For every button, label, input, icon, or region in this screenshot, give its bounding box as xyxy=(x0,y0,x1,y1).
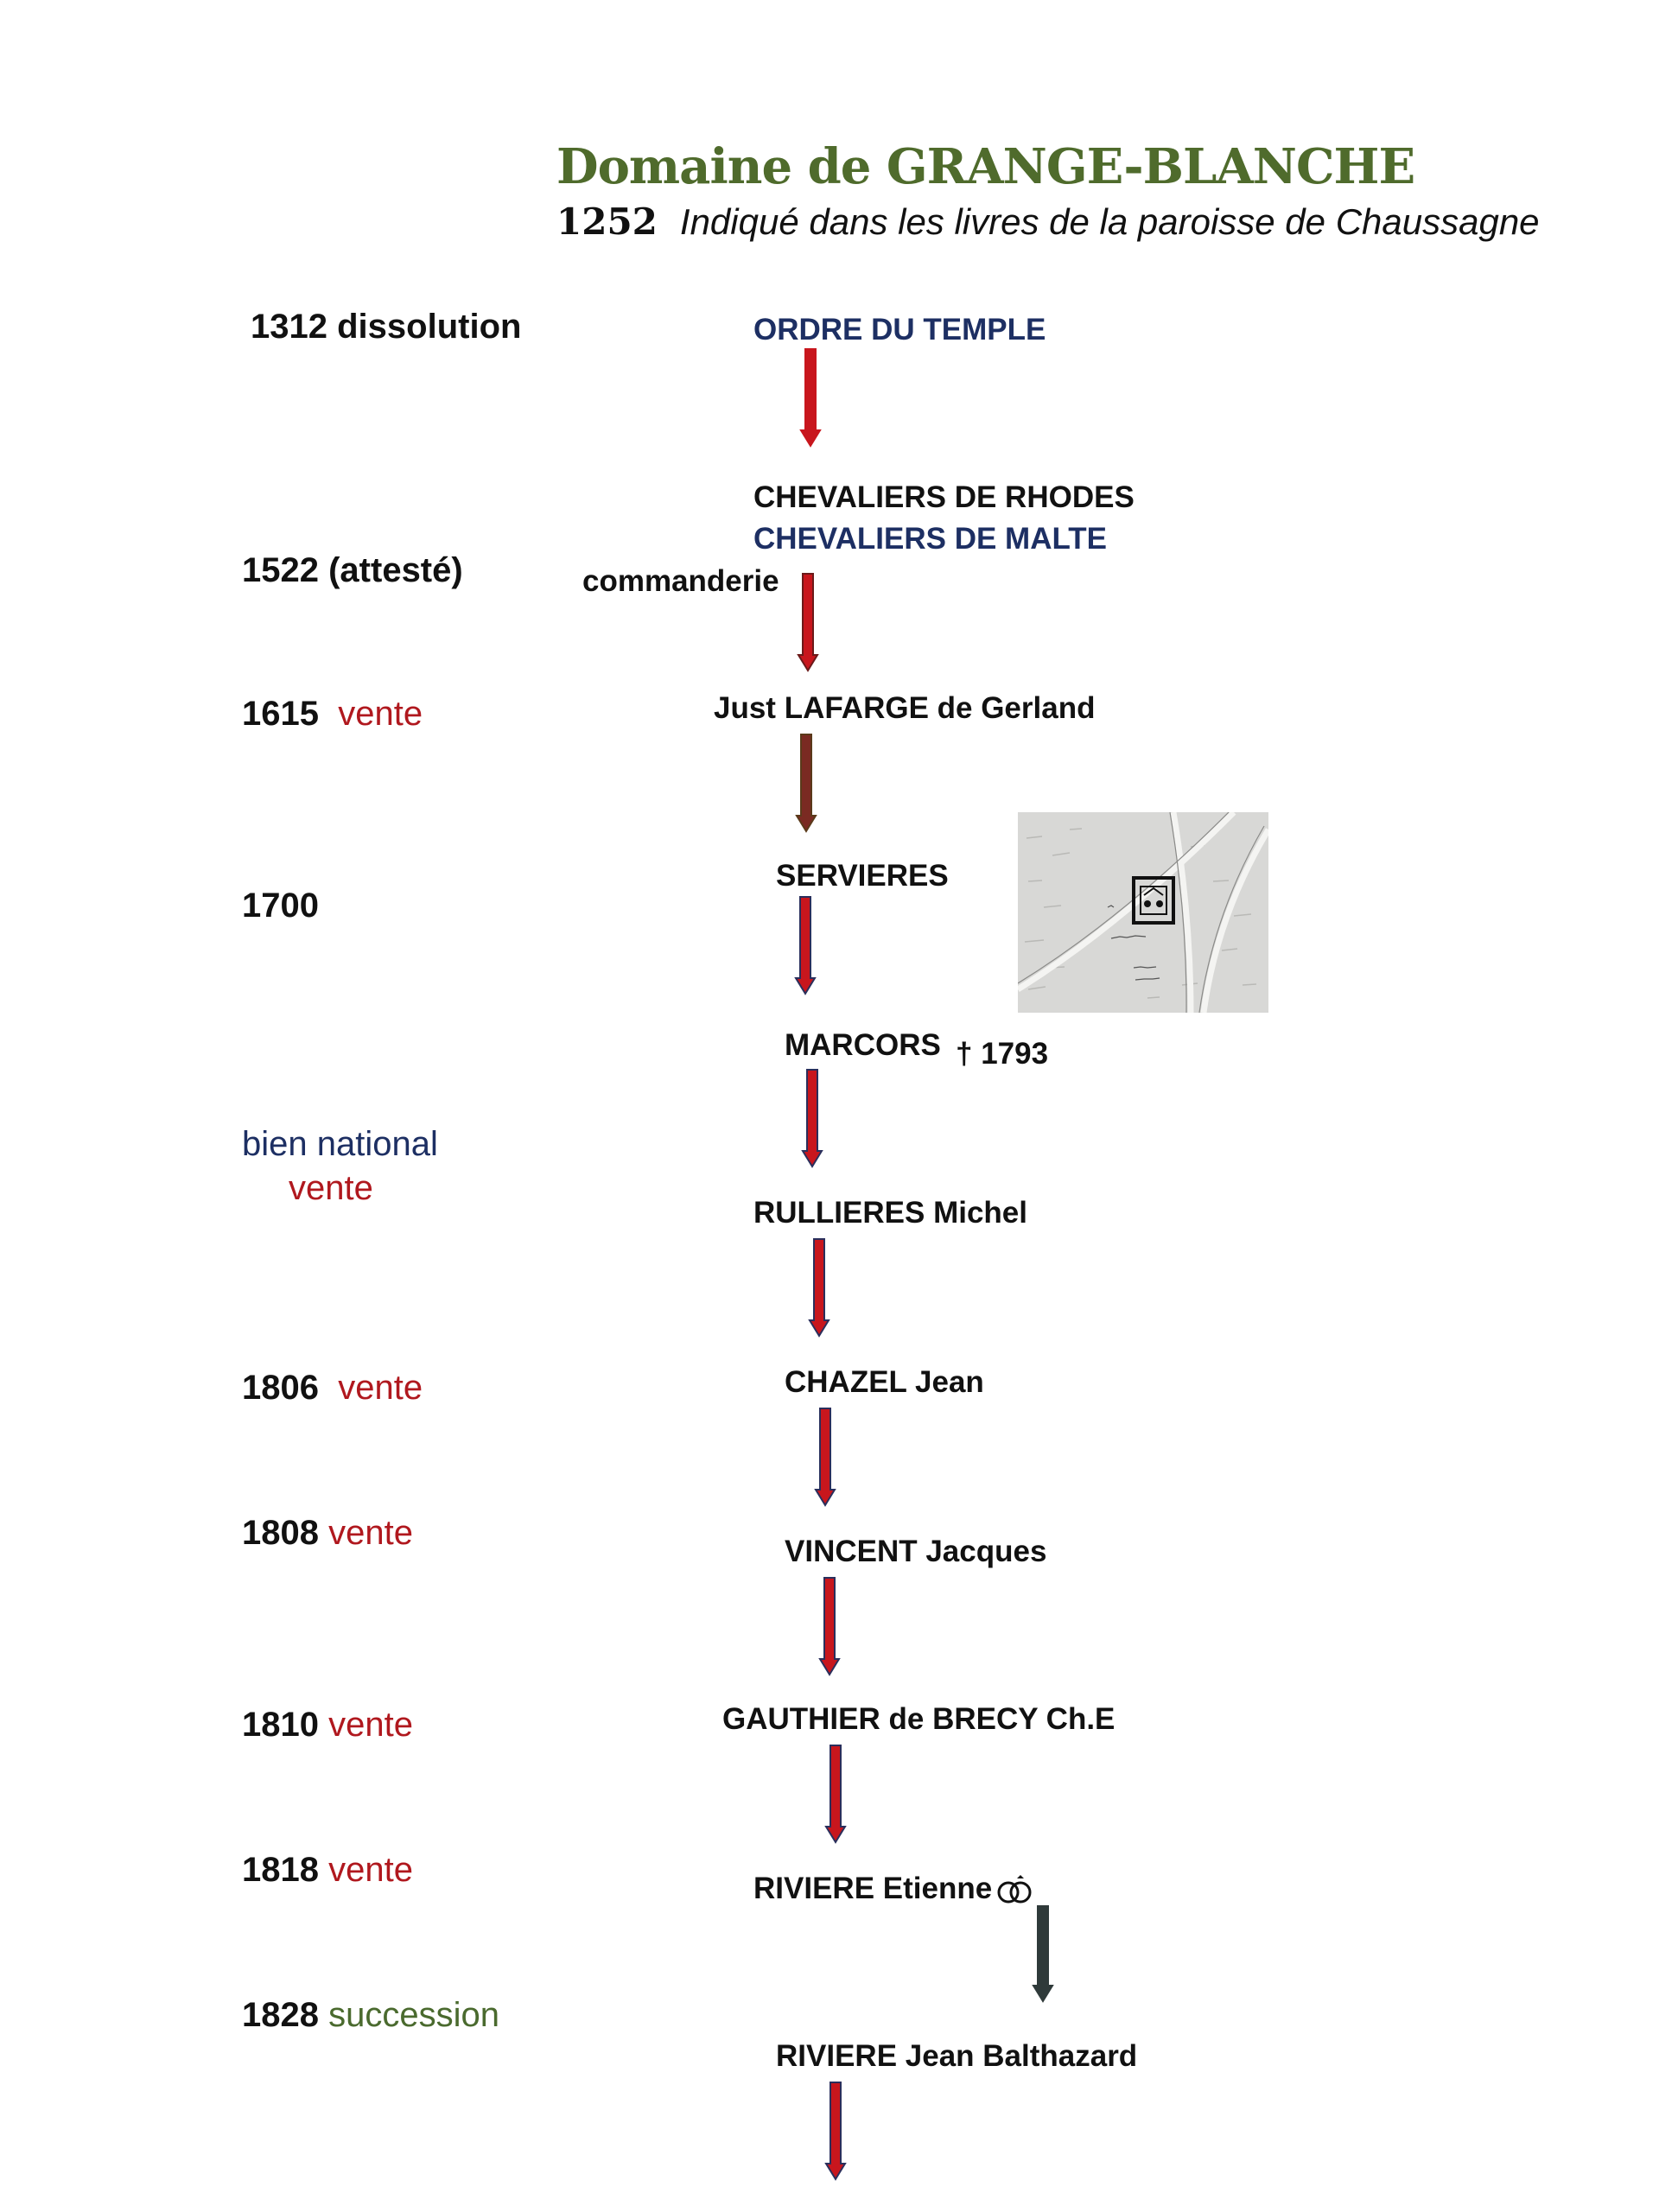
timeline-entry-1818: 1818 vente xyxy=(242,1851,413,1890)
timeline-year: 1700 xyxy=(242,887,319,925)
arrow-temple-to-rhodes xyxy=(799,348,822,448)
timeline-event: vente xyxy=(328,1706,413,1744)
timeline-event: (attesté) xyxy=(328,551,463,589)
arrow-chazel-to-vincent xyxy=(814,1408,836,1507)
timeline-entry-1828: 1828 succession xyxy=(242,1996,499,2035)
timeline-entry-1522: 1522 (attesté) xyxy=(242,551,463,590)
arrow-servieres-to-marcors xyxy=(794,896,817,995)
timeline-year: 1808 xyxy=(242,1514,319,1552)
subtitle-year: 1252 xyxy=(556,200,658,243)
timeline-year: 1522 xyxy=(242,551,319,589)
timeline-entry-1700: 1700 xyxy=(242,887,319,925)
owner-vincent: VINCENT Jacques xyxy=(785,1535,1047,1568)
owner-marcors: MARCORS xyxy=(785,1028,941,1062)
map-drawing xyxy=(1018,812,1268,1013)
marcors-death-note: † 1793 xyxy=(956,1037,1049,1071)
arrow-marcors-to-rullieres xyxy=(801,1069,823,1168)
timeline-year: 1828 xyxy=(242,1996,319,2034)
arrow-vincent-to-gauthier xyxy=(818,1577,841,1676)
owner-chevaliers-de-rhodes: CHEVALIERS DE RHODES xyxy=(753,480,1135,514)
owner-lafarge: Just LAFARGE de Gerland xyxy=(714,691,1096,725)
timeline-entry-1808: 1808 vente xyxy=(242,1514,413,1553)
timeline-event: succession xyxy=(328,1996,499,2034)
timeline-entry-1806: 1806 vente xyxy=(242,1369,423,1408)
subtitle-text: Indiqué dans les livres de la paroisse d… xyxy=(679,201,1540,242)
owner-chevaliers-de-malte: CHEVALIERS DE MALTE xyxy=(753,522,1107,556)
bien-national-vente: vente xyxy=(289,1169,373,1207)
timeline-event: dissolution xyxy=(337,308,522,346)
arrow-etienne-to-jean xyxy=(1032,1905,1054,2003)
bien-national-label: bien national xyxy=(242,1125,438,1163)
cadastral-map-thumbnail xyxy=(1018,812,1268,1013)
arrow-jean-to-next xyxy=(824,2082,847,2181)
arrow-rullieres-to-chazel xyxy=(808,1238,830,1338)
timeline-event: vente xyxy=(328,1851,413,1889)
timeline-year: 1312 xyxy=(251,308,327,346)
commanderie-label: commanderie xyxy=(582,564,779,598)
timeline-entry-1810: 1810 vente xyxy=(242,1706,413,1745)
arrow-lafarge-to-servieres xyxy=(795,734,817,833)
owner-riviere-etienne: RIVIERE Etienne xyxy=(753,1872,993,1905)
owner-gauthier: GAUTHIER de BRECY Ch.E xyxy=(722,1702,1116,1736)
interlocking-rings-icon xyxy=(997,1875,1032,1904)
page-title: Domaine de GRANGE-BLANCHE xyxy=(556,138,1415,195)
owner-servieres: SERVIERES xyxy=(776,859,949,893)
timeline-bien-national: bien national vente xyxy=(242,1125,438,1208)
timeline-year: 1615 xyxy=(242,695,319,733)
timeline-year: 1806 xyxy=(242,1369,319,1407)
arrow-gauthier-to-etienne xyxy=(824,1745,847,1844)
timeline-year: 1810 xyxy=(242,1706,319,1744)
timeline-event: vente xyxy=(328,1514,413,1552)
owner-chazel: CHAZEL Jean xyxy=(785,1365,984,1399)
page-subtitle: 1252 Indiqué dans les livres de la parois… xyxy=(556,200,1540,243)
owner-riviere-jean: RIVIERE Jean Balthazard xyxy=(776,2039,1138,2073)
timeline-year: 1818 xyxy=(242,1851,319,1889)
owner-ordre-du-temple: ORDRE DU TEMPLE xyxy=(753,313,1046,346)
owner-rullieres: RULLIERES Michel xyxy=(753,1196,1027,1230)
timeline-event: vente xyxy=(338,695,423,733)
timeline-entry-1312: 1312 dissolution xyxy=(251,308,521,346)
arrow-malte-to-lafarge xyxy=(797,573,819,672)
timeline-entry-1615: 1615 vente xyxy=(242,695,423,734)
timeline-event: vente xyxy=(338,1369,423,1407)
